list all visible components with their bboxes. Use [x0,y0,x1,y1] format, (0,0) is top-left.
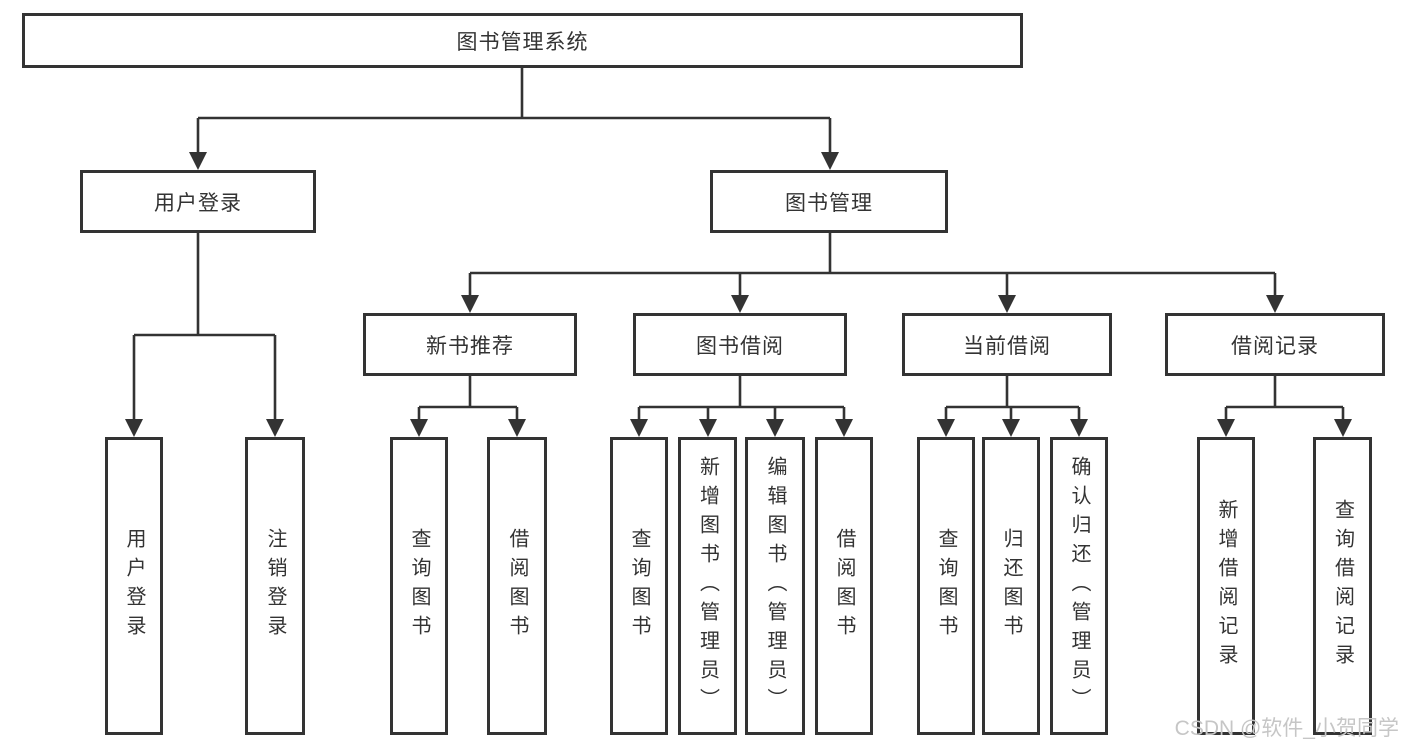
arrow-down-icon [189,152,207,170]
leaf-user-login: 用户登录 [105,437,163,735]
leaf-add-book-admin: 新增图书（管理员） [678,437,737,735]
leaf-edit-book-admin: 编辑图书（管理员） [745,437,805,735]
node-label: 图书管理 [785,191,873,215]
arrow-down-icon [508,419,526,437]
csdn-watermark: CSDN @软件_小贺同学 [1174,717,1399,740]
leaf-label: 查询图书 [935,528,957,644]
node-library-management-system: 图书管理系统 [22,13,1023,68]
node-label: 当前借阅 [963,334,1051,358]
arrow-down-icon [835,419,853,437]
leaf-add-borrow-record: 新增借阅记录 [1197,437,1255,735]
leaf-label: 注销登录 [264,528,286,644]
leaf-logout: 注销登录 [245,437,305,735]
leaf-query-books-current: 查询图书 [917,437,975,735]
leaf-query-books-recommendation: 查询图书 [390,437,448,735]
node-label: 图书管理系统 [456,30,589,54]
arrow-down-icon [461,295,479,313]
arrow-down-icon [937,419,955,437]
arrow-down-icon [731,295,749,313]
arrow-down-icon [998,295,1016,313]
node-label: 用户登录 [154,191,242,215]
node-borrowing-records: 借阅记录 [1165,313,1385,376]
arrow-down-icon [1334,419,1352,437]
arrow-down-icon [630,419,648,437]
leaf-label: 用户登录 [123,528,145,644]
node-user-login: 用户登录 [80,170,316,233]
leaf-label: 借阅图书 [833,528,855,644]
leaf-label: 查询图书 [628,528,650,644]
arrow-down-icon [766,419,784,437]
arrow-down-icon [821,152,839,170]
arrow-down-icon [266,419,284,437]
leaf-label: 归还图书 [1000,528,1022,644]
node-current-borrowing: 当前借阅 [902,313,1112,376]
node-label: 图书借阅 [696,334,784,358]
leaf-borrow-books-recommendation: 借阅图书 [487,437,547,735]
leaf-borrow-books: 借阅图书 [815,437,873,735]
arrow-down-icon [410,419,428,437]
node-book-borrowing: 图书借阅 [633,313,847,376]
arrow-down-icon [125,419,143,437]
leaf-confirm-return-admin: 确认归还（管理员） [1050,437,1108,735]
arrow-down-icon [1070,419,1088,437]
node-label: 新书推荐 [426,334,514,358]
leaf-label: 新增借阅记录 [1215,499,1237,673]
node-label: 借阅记录 [1231,334,1319,358]
leaf-query-books-borrowing: 查询图书 [610,437,668,735]
leaf-label: 新增图书（管理员） [696,455,719,717]
leaf-return-books: 归还图书 [982,437,1040,735]
node-new-book-recommendation: 新书推荐 [363,313,577,376]
arrow-down-icon [1266,295,1284,313]
leaf-label: 查询借阅记录 [1331,499,1354,673]
leaf-label: 确认归还（管理员） [1068,455,1090,717]
arrow-down-icon [1217,419,1235,437]
leaf-label: 编辑图书（管理员） [764,455,786,717]
arrow-down-icon [699,419,717,437]
leaf-query-borrow-record: 查询借阅记录 [1313,437,1372,735]
leaf-label: 查询图书 [408,528,430,644]
leaf-label: 借阅图书 [506,528,528,644]
node-book-management: 图书管理 [710,170,948,233]
arrow-down-icon [1002,419,1020,437]
